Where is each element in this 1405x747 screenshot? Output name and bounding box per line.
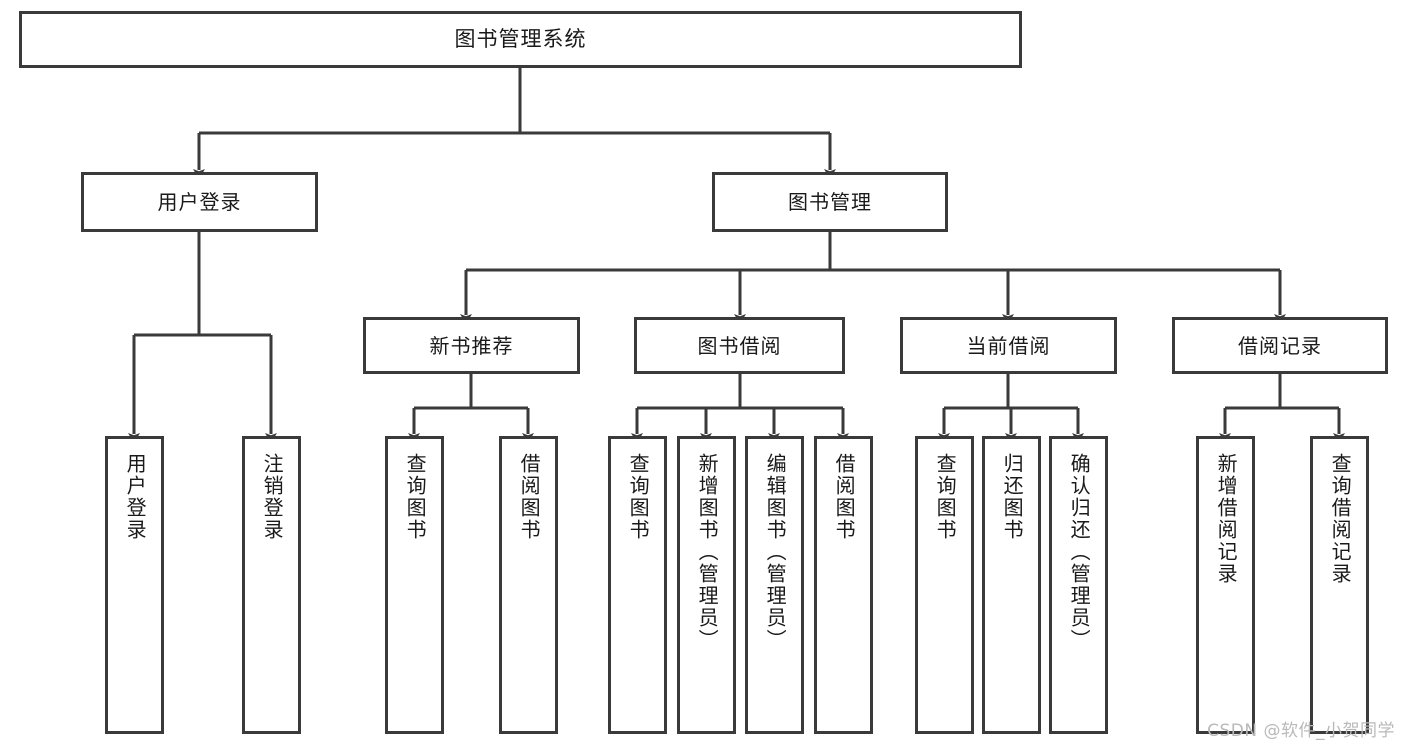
- node-new-book-recommendation[interactable]: 新书推荐: [363, 317, 580, 374]
- leaf-node-edit-book-admin[interactable]: 编辑图书（管理员）: [745, 436, 804, 734]
- node-label: 图书管理系统: [454, 27, 587, 51]
- leaf-node-query-book-newbook[interactable]: 查询图书: [385, 436, 444, 734]
- node-label: 图书借阅: [697, 333, 782, 358]
- leaf-node-return-book[interactable]: 归还图书: [982, 436, 1041, 734]
- node-root-book-management-system[interactable]: 图书管理系统: [19, 11, 1022, 68]
- node-label: 图书管理: [788, 190, 872, 214]
- node-label: 当前借阅: [966, 333, 1051, 358]
- node-label: 新增图书（管理员）: [695, 453, 720, 651]
- leaf-node-query-book-borrow[interactable]: 查询图书: [608, 436, 667, 734]
- node-current-borrowing[interactable]: 当前借阅: [900, 317, 1117, 374]
- leaf-node-confirm-return-admin[interactable]: 确认归还（管理员）: [1049, 436, 1108, 734]
- node-label: 查询图书: [626, 453, 651, 541]
- node-label: 借阅图书: [832, 453, 857, 541]
- leaf-node-query-book-current[interactable]: 查询图书: [915, 436, 974, 734]
- node-label: 用户登录: [157, 190, 242, 214]
- node-label: 用户登录: [123, 453, 148, 541]
- leaf-node-borrow-book-borrow[interactable]: 借阅图书: [814, 436, 873, 734]
- node-book-management[interactable]: 图书管理: [712, 172, 948, 232]
- leaf-node-add-borrowing-record[interactable]: 新增借阅记录: [1196, 436, 1255, 734]
- leaf-node-query-borrowing-record[interactable]: 查询借阅记录: [1310, 436, 1369, 734]
- node-label: 查询借阅记录: [1328, 453, 1353, 585]
- node-label: 归还图书: [1000, 453, 1025, 541]
- node-label: 查询图书: [403, 453, 428, 541]
- node-user-login[interactable]: 用户登录: [81, 172, 318, 232]
- node-borrowing-records[interactable]: 借阅记录: [1172, 317, 1388, 374]
- node-label: 确认归还（管理员）: [1067, 453, 1092, 651]
- leaf-node-logout[interactable]: 注销登录: [242, 436, 301, 734]
- watermark-text: CSDN @软件_小贺同学: [1207, 721, 1395, 741]
- leaf-node-borrow-book-newbook[interactable]: 借阅图书: [499, 436, 558, 734]
- node-label: 查询图书: [933, 453, 958, 541]
- node-label: 注销登录: [260, 453, 285, 541]
- node-label: 借阅记录: [1238, 333, 1322, 358]
- leaf-node-add-book-admin[interactable]: 新增图书（管理员）: [677, 436, 736, 734]
- node-label: 新书推荐: [429, 333, 514, 358]
- node-label: 编辑图书（管理员）: [763, 453, 788, 651]
- node-label: 借阅图书: [517, 453, 542, 541]
- leaf-node-user-login[interactable]: 用户登录: [105, 436, 164, 734]
- node-label: 新增借阅记录: [1214, 453, 1239, 585]
- node-book-borrowing[interactable]: 图书借阅: [634, 317, 845, 374]
